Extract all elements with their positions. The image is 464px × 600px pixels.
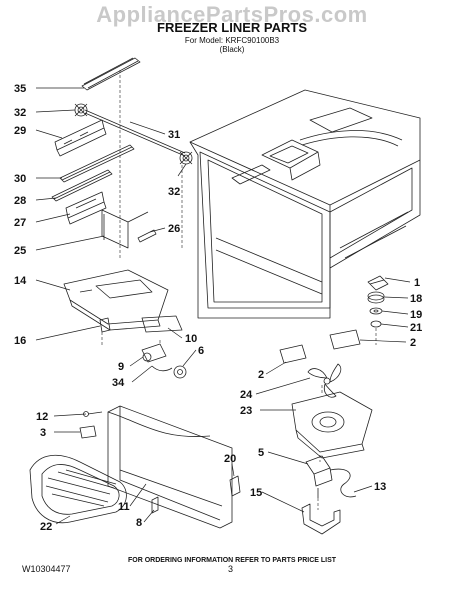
part-27-bracket (65, 191, 107, 225)
callout-11: 11 (118, 501, 130, 513)
part-32-gear-lower (179, 151, 193, 165)
callout-12: 12 (36, 411, 48, 423)
part-26-pin (137, 229, 157, 243)
callout-8: 8 (136, 517, 142, 529)
part-15-bracket (301, 503, 341, 535)
part-3-clip (79, 425, 97, 439)
part-20-strip (229, 475, 241, 497)
callout-1: 1 (414, 277, 420, 289)
part-34-wire (151, 365, 173, 372)
callout-29: 29 (14, 125, 26, 137)
callout-32: 32 (14, 107, 26, 119)
callout-28: 28 (14, 195, 26, 207)
part-8-bracket (151, 496, 159, 514)
callout-15: 15 (250, 487, 262, 499)
part-1-grille (367, 275, 389, 291)
callout-26: 26 (168, 223, 180, 235)
callout-16: 16 (14, 335, 26, 347)
leader-lines (35, 87, 411, 525)
callout-14: 14 (14, 275, 27, 287)
part-2-foam-left (279, 344, 307, 364)
callout-34: 34 (112, 377, 125, 389)
part-25-clip (101, 209, 149, 249)
part-35-channel (81, 57, 141, 91)
callout-6: 6 (198, 345, 204, 357)
part-5-motor (305, 455, 333, 498)
callout-22: 22 (40, 521, 52, 533)
part-18-hub (367, 291, 385, 304)
callout-10: 10 (185, 333, 197, 345)
callout-13: 13 (374, 481, 386, 493)
callout-23: 23 (240, 405, 252, 417)
callout-9: 9 (118, 361, 124, 373)
model-line: For Model: KRFC90100B3 (184, 36, 280, 45)
part-2-foam-right (329, 329, 361, 350)
callout-31: 31 (168, 129, 180, 141)
callout-32-lower: 32 (168, 186, 180, 198)
callout-27: 27 (14, 217, 26, 229)
callout-18: 18 (410, 293, 422, 305)
part-28-rail (51, 169, 113, 202)
part-16-clip (99, 317, 111, 333)
freezer-liner (189, 89, 421, 319)
callout-5: 5 (258, 447, 264, 459)
part-19-washer (369, 307, 383, 315)
callout-2-right: 2 (410, 337, 416, 349)
callout-35: 35 (14, 83, 26, 95)
part-24-fan-blade (307, 363, 342, 398)
part-14-cover (63, 269, 169, 331)
ordering-note: FOR ORDERING INFORMATION REFER TO PARTS … (127, 557, 337, 564)
part-23-fan-housing (291, 391, 373, 459)
callout-30: 30 (14, 173, 26, 185)
part-12-screw (83, 411, 103, 417)
callout-3: 3 (40, 427, 46, 439)
document-number: W10304477 (22, 564, 71, 574)
part-6-grommet (173, 365, 187, 379)
color-line: (Black) (219, 45, 245, 54)
part-29-bracket (54, 119, 107, 157)
callout-20: 20 (224, 453, 236, 465)
part-9-sensor (141, 343, 167, 363)
callout-21: 21 (410, 322, 422, 334)
callout-25: 25 (14, 245, 26, 257)
part-22-grille (29, 454, 127, 524)
watermark: AppliancePartsPros.com (96, 2, 368, 27)
part-13-harness (329, 468, 357, 498)
alignment-lines (101, 70, 377, 510)
part-21-nut (370, 320, 382, 328)
part-10-pad (141, 315, 183, 333)
callout-2-left: 2 (258, 369, 264, 381)
callout-19: 19 (410, 309, 422, 321)
page-title: FREEZER LINER PARTS (157, 20, 307, 35)
part-30-rail (59, 144, 135, 183)
callout-24: 24 (240, 389, 253, 401)
page-number: 3 (228, 564, 234, 574)
